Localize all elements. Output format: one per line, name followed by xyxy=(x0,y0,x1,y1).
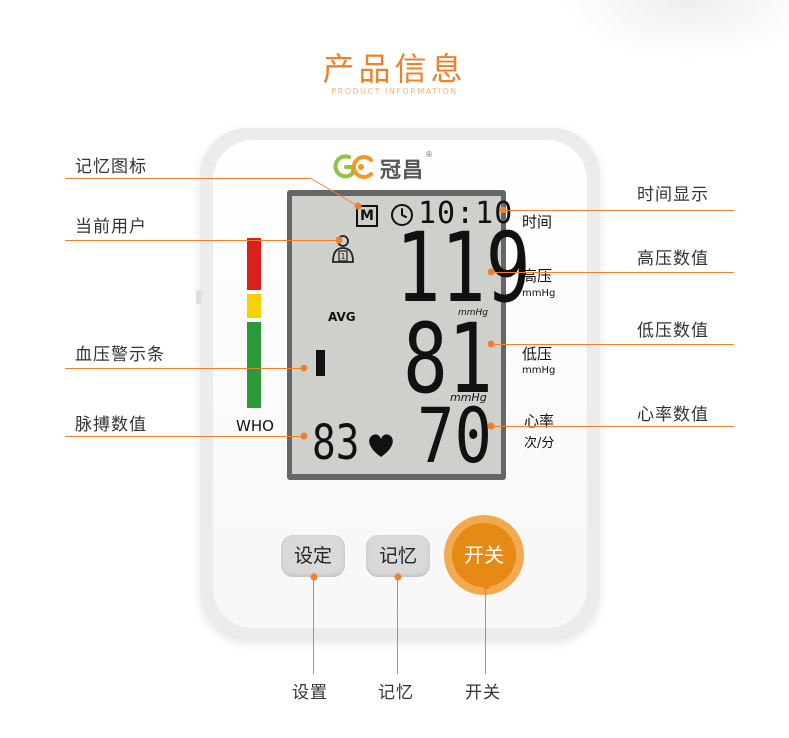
callout-line-time xyxy=(502,210,734,211)
callout-dot-systolic xyxy=(487,268,495,276)
callout-time-display: 时间显示 xyxy=(637,185,709,205)
callout-heart-rate-value: 心率数值 xyxy=(637,405,709,425)
callout-line-memory-diagonal xyxy=(309,177,362,210)
callout-dot-time xyxy=(499,206,507,214)
clock-icon xyxy=(391,204,413,226)
brand-logo-text: 冠昌 xyxy=(380,158,424,182)
callout-pulse-value: 脉搏数值 xyxy=(75,415,147,435)
device-side-port xyxy=(196,290,202,304)
set-button[interactable]: 设定 xyxy=(281,535,345,577)
power-button[interactable]: 开关 xyxy=(452,523,516,587)
heart-icon xyxy=(369,434,393,457)
callout-line-memory-h xyxy=(65,178,310,179)
lcd-avg-label: AVG xyxy=(328,310,356,324)
label-low-unit: mmHg xyxy=(522,365,556,376)
bottom-label-set: 设置 xyxy=(292,683,328,703)
callout-dot-diastolic xyxy=(487,340,495,348)
callout-dot-power xyxy=(482,582,490,590)
memory-button[interactable]: 记忆 xyxy=(366,535,430,577)
who-label: WHO xyxy=(236,417,274,435)
label-rate: 心率 xyxy=(524,412,555,430)
page-title: 产品信息 xyxy=(322,50,467,88)
callout-dot-heart-rate xyxy=(487,422,495,430)
callout-line-set xyxy=(313,577,314,674)
lcd-diastolic-unit: mmHg xyxy=(450,391,487,404)
callout-line-systolic xyxy=(490,272,734,273)
callout-line-heart-rate xyxy=(490,426,734,427)
callout-dot-warning xyxy=(300,364,308,372)
callout-line-pulse xyxy=(65,436,305,437)
warning-bar-green xyxy=(247,322,261,408)
callout-line-memory xyxy=(397,577,398,674)
bottom-label-memory: 记忆 xyxy=(378,683,414,703)
callout-dot-user xyxy=(335,236,343,244)
callout-bp-warning: 血压警示条 xyxy=(75,345,165,365)
label-high-unit: mmHg xyxy=(522,288,556,299)
label-time: 时间 xyxy=(522,213,553,231)
lcd-systolic-unit: mmHg xyxy=(458,308,489,318)
bottom-label-power: 开关 xyxy=(465,683,501,703)
svg-text:1: 1 xyxy=(340,252,345,261)
label-rate-unit: 次/分 xyxy=(524,436,555,451)
label-high: 高压 xyxy=(522,267,553,285)
callout-systolic-value: 高压数值 xyxy=(637,249,709,269)
lcd-warning-segment xyxy=(316,350,325,376)
callout-line-diastolic xyxy=(490,344,734,345)
lcd-systolic-value: 119 xyxy=(395,212,531,324)
callout-line-user xyxy=(65,240,340,241)
registered-mark: ® xyxy=(425,150,433,159)
lcd-pulse-value: 83 xyxy=(312,415,360,471)
callout-current-user: 当前用户 xyxy=(75,217,147,237)
warning-bar-yellow xyxy=(247,294,261,318)
lcd-time: 10:10 xyxy=(418,196,514,231)
callout-line-warning xyxy=(65,368,305,369)
warning-bar-red xyxy=(247,238,261,290)
callout-line-power xyxy=(485,586,486,674)
lcd-screen xyxy=(292,196,501,474)
callout-memory-icon: 记忆图标 xyxy=(75,157,147,177)
callout-dot-pulse xyxy=(300,432,308,440)
label-low: 低压 xyxy=(522,345,553,363)
lcd-heart-rate-value: 70 xyxy=(416,391,492,480)
callout-dot-set xyxy=(310,573,318,581)
lcd-diastolic-value: 81 xyxy=(402,303,493,415)
memory-badge: M xyxy=(356,205,378,227)
callout-dot-memory xyxy=(394,573,402,581)
brand-logo-icon xyxy=(333,154,373,179)
page-subtitle: PRODUCT INFORMATION xyxy=(331,87,458,96)
callout-diastolic-value: 低压数值 xyxy=(637,321,709,341)
